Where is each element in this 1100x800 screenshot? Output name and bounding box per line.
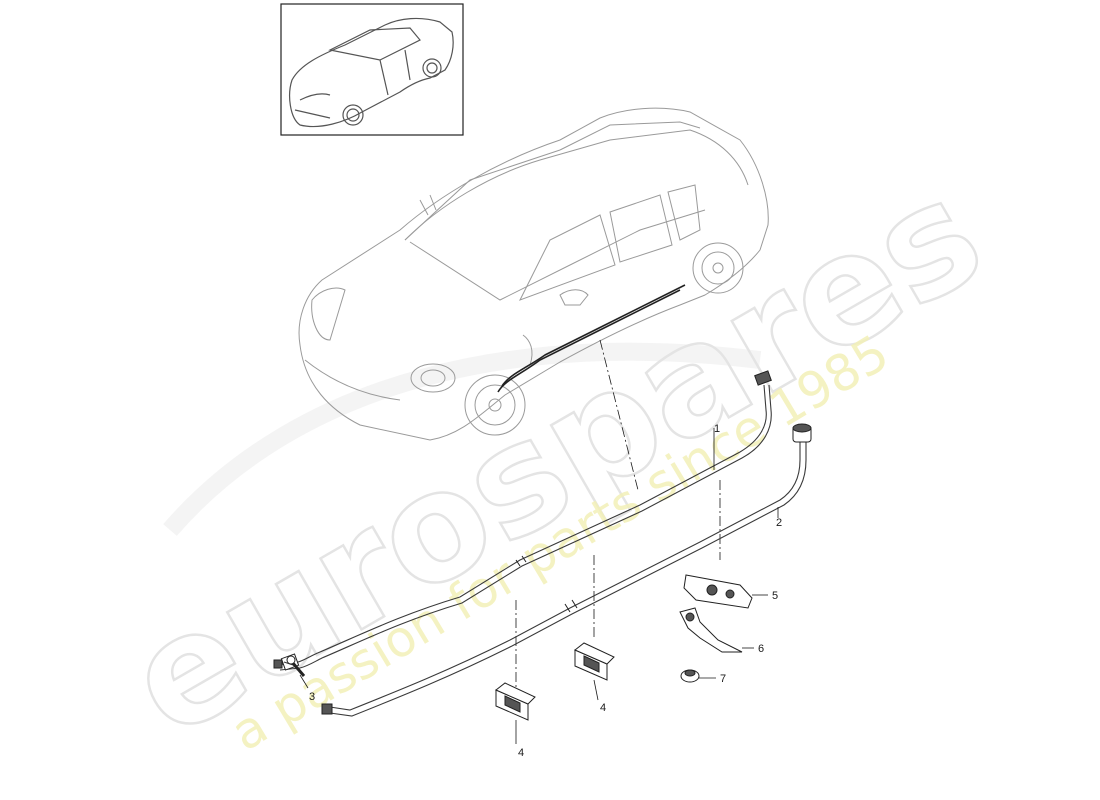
installed-brake-lines: [497, 284, 686, 393]
bolt-part-3: [283, 655, 306, 677]
callout-4a: 4: [518, 747, 524, 759]
nut-part-7: [680, 669, 700, 683]
callout-1: 1: [714, 423, 720, 435]
car-outline: [298, 107, 769, 441]
brake-line-2: [321, 423, 812, 717]
callout-7: 7: [720, 673, 726, 685]
car-thumbnail-icon: [280, 3, 464, 136]
callouts: 1 2 3 4 4 5 6 7: [309, 423, 782, 759]
bracket-part-5: [683, 574, 753, 609]
callout-5: 5: [772, 590, 778, 602]
mount-part-6: [679, 607, 743, 653]
callout-6: 6: [758, 643, 764, 655]
brake-line-1: [273, 370, 772, 671]
callout-3: 3: [309, 691, 315, 703]
clip-part-4a: [495, 682, 536, 721]
callout-4b: 4: [600, 702, 606, 714]
leader-lines: [299, 428, 779, 744]
callout-2: 2: [776, 517, 782, 529]
watermark: eurospares a passion for parts since 198…: [100, 145, 1011, 772]
alignment-lines: [515, 339, 721, 690]
clip-part-4b: [574, 642, 615, 681]
